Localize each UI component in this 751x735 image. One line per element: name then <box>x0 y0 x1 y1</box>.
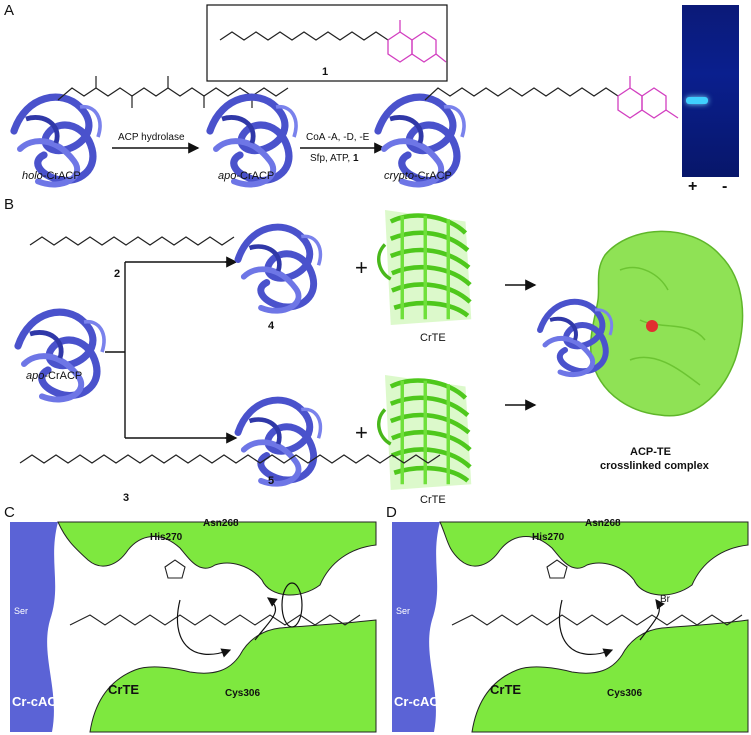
panel-letter-d: D <box>386 504 397 521</box>
panel-c-imidazole <box>164 559 186 579</box>
panel-d-chain <box>451 614 743 626</box>
d-ser-label: Ser <box>396 606 411 616</box>
branch-lines <box>105 261 235 439</box>
complex-acp-structure <box>540 302 612 375</box>
plus-bottom: + <box>355 420 368 445</box>
c-cys-label: Cys306 <box>225 688 261 699</box>
complex-te-surface <box>589 230 744 417</box>
crte-top-structure <box>379 210 472 325</box>
gel-minus-label: - <box>722 178 728 195</box>
panel-c-acp-region <box>10 522 58 732</box>
c-his-label: His270 <box>150 532 183 543</box>
complex-label-1: ACP-TE <box>630 446 671 458</box>
panel-d-te-lower <box>471 619 749 733</box>
apo-acp-b-structure <box>18 312 104 399</box>
c-asn-label: Asn268 <box>203 518 239 529</box>
d-asn-label: Asn268 <box>585 518 621 529</box>
d-his-label: His270 <box>532 532 565 543</box>
compound-2-number: 2 <box>114 268 121 280</box>
crte-bottom-structure <box>379 375 472 490</box>
compound-5-number: 5 <box>268 475 275 487</box>
d-acp-label: Cr-cACP <box>394 694 448 709</box>
gel-band <box>686 97 708 104</box>
compound-4-number: 4 <box>268 320 275 332</box>
crte-bottom-label: CrTE <box>420 494 446 506</box>
complex-label-2: crosslinked complex <box>600 460 709 472</box>
c-te-label: CrTE <box>108 682 140 697</box>
compound-1-box <box>206 4 448 82</box>
crypto-label: crypto-CrACP <box>384 170 452 182</box>
panel-c-te-lower <box>89 619 377 733</box>
panel-letter-b: B <box>4 196 15 213</box>
panel-c-scene <box>10 521 377 733</box>
panel-c-chain <box>69 614 361 626</box>
panel-letter-c: C <box>4 504 15 521</box>
compound-1-number: 1 <box>322 66 329 78</box>
apo-b-label: apo-CrACP <box>26 370 83 382</box>
plus-top: + <box>355 255 368 280</box>
compound-1-bonds <box>219 31 389 41</box>
compound-1-coumarin <box>387 20 447 63</box>
panel-d-te-upper <box>439 521 749 596</box>
complex-active-site <box>646 320 658 332</box>
arrow1-text: ACP hydrolase <box>118 132 185 143</box>
crypto-arm-bonds <box>424 87 619 101</box>
c-acp-label: Cr-cACP <box>12 694 66 709</box>
holo-label: holo-CrACP <box>22 170 81 182</box>
compound-2-bonds <box>29 236 235 246</box>
d-te-label: CrTE <box>490 682 522 697</box>
d-br-label: Br <box>660 594 670 605</box>
gel-plus-label: + <box>688 178 698 195</box>
panel-letter-a: A <box>4 2 15 19</box>
d-cys-label: Cys306 <box>607 688 643 699</box>
crte-top-label: CrTE <box>420 332 446 344</box>
panel-d-scene <box>392 521 749 733</box>
panel-d-imidazole <box>546 559 568 579</box>
acp-5-structure <box>238 400 320 484</box>
arrow2-text-top: CoA -A, -D, -E <box>306 132 370 143</box>
compound-3-number: 3 <box>123 492 130 504</box>
panel-c-te-upper <box>57 521 377 596</box>
gel-image <box>682 5 739 177</box>
acp-4-structure <box>238 227 320 311</box>
c-ser-label: Ser <box>14 606 29 616</box>
crypto-coumarin <box>617 76 679 119</box>
panel-d-acp-region <box>392 522 440 732</box>
arrow2-text-bottom: Sfp, ATP, 1 <box>310 153 359 164</box>
compound-3-bonds <box>19 454 441 464</box>
apo-label: apo-CrACP <box>218 170 275 182</box>
